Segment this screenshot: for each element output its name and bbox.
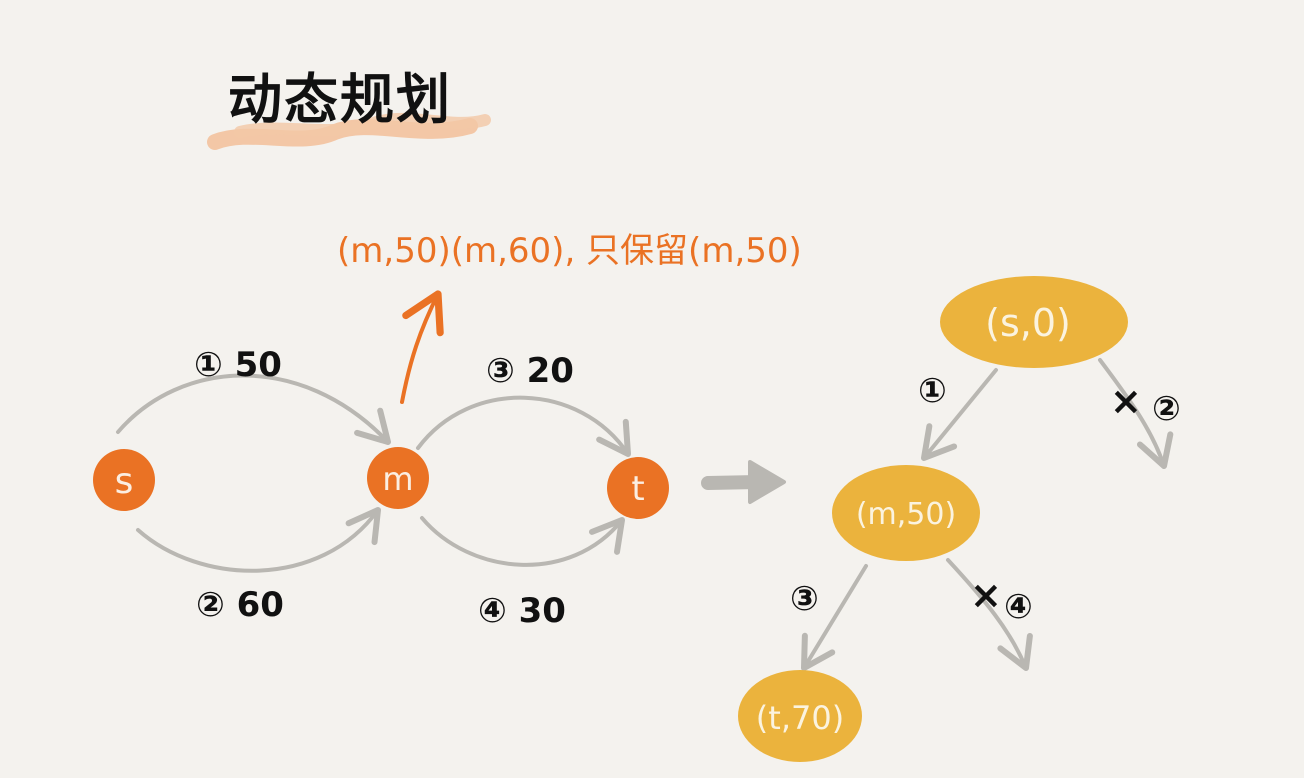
edge-m-t-top (416, 395, 631, 457)
annotation-arrow (400, 290, 444, 404)
node-s: s (93, 449, 155, 511)
tree-edge-1 (921, 368, 998, 461)
pruned-marker-4: × (970, 573, 1002, 617)
tree-branch-label-3: ③ (790, 579, 819, 619)
edge-s-m-top (116, 373, 391, 445)
edge-label-2: ② 60 (196, 585, 284, 625)
pruned-marker-2: × (1110, 379, 1142, 423)
tree-edge-4 (946, 558, 1033, 671)
edge-label-4: ④ 30 (478, 591, 566, 631)
tree-node-mid: (m,50) (832, 465, 980, 561)
edge-s-m-bottom (136, 507, 381, 573)
tree-branch-label-2: ② (1152, 389, 1181, 429)
edge-label-1: ① 50 (194, 345, 282, 385)
tree-node-root-label: (s,0) (985, 301, 1071, 345)
node-m-label: m (382, 460, 413, 498)
edge-m-t-bottom (420, 516, 625, 567)
edge-label-3: ③ 20 (486, 351, 574, 391)
tree-node-root: (s,0) (940, 276, 1128, 368)
tree-branch-label-1: ① (918, 371, 947, 411)
node-m: m (367, 447, 429, 509)
tree-node-leaf: (t,70) (738, 670, 862, 762)
page-title: 动态规划 (228, 68, 452, 131)
tree-node-mid-label: (m,50) (856, 497, 956, 532)
transition-arrow (701, 460, 786, 504)
tree-branch-label-4: ④ (1004, 587, 1033, 627)
node-t: t (607, 457, 669, 519)
tree-edge-3 (801, 564, 868, 671)
annotation-text: (m,50)(m,60), 只保留(m,50) (337, 231, 802, 271)
node-t-label: t (631, 469, 644, 509)
title-highlight (207, 112, 491, 150)
tree-node-leaf-label: (t,70) (756, 699, 844, 737)
tree-edge-2 (1098, 358, 1174, 469)
node-s-label: s (115, 461, 134, 502)
